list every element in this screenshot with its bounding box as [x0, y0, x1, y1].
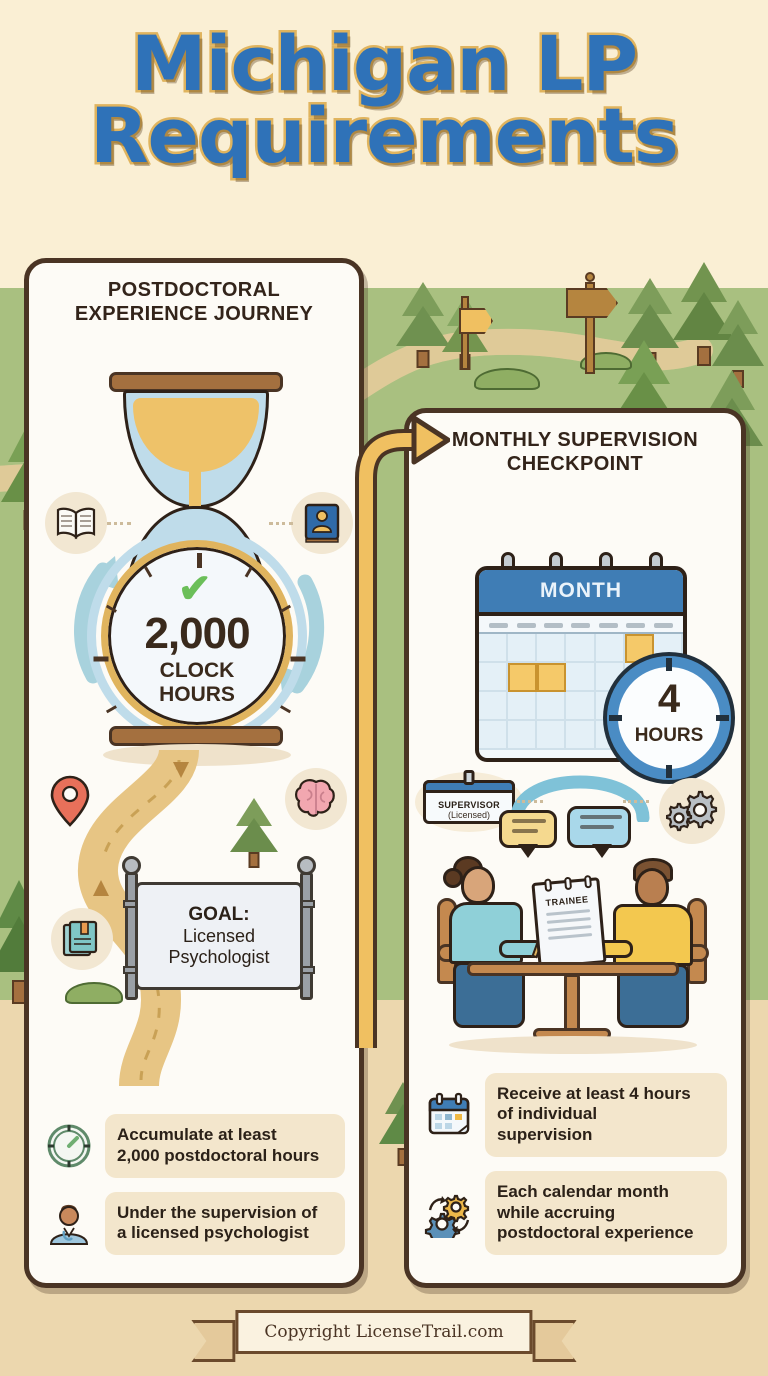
speech-bubble-blue-icon: [567, 806, 631, 859]
bullet-line-1: Receive at least 4 hours: [497, 1083, 691, 1103]
license-book-icon: [291, 492, 353, 555]
left-card-title: POSTDOCTORAL EXPERIENCE JOURNEY: [74, 279, 314, 325]
right-card-illustration: MONTH: [409, 476, 741, 1076]
notepad-title: TRAINEE: [545, 894, 589, 909]
clock-label-line1: CLOCK: [159, 659, 235, 683]
connector-dots: [623, 800, 649, 804]
bullet-line-3: supervision: [497, 1125, 593, 1145]
calendar-icon: [423, 1089, 475, 1141]
bullet-text: Receive at least 4 hours of individual s…: [485, 1072, 727, 1157]
check-icon: ✔: [178, 567, 212, 612]
bullet-line-2: a licensed psychologist: [117, 1223, 309, 1243]
bullet-line-2: of individual: [497, 1104, 598, 1124]
hours-label: HOURS: [634, 725, 704, 747]
gears-icon: [659, 778, 725, 845]
signpost-large-icon: [560, 272, 620, 374]
right-card-bullets: Receive at least 4 hours of individual s…: [409, 1072, 741, 1269]
bush-icon: [474, 368, 540, 390]
map-pin-icon: [50, 775, 90, 828]
tree-icon: [710, 300, 766, 388]
gears-cycle-icon: [423, 1187, 475, 1239]
footer-ribbon: Copyright LicenseTrail.com: [191, 1310, 577, 1362]
badge-line-1: SUPERVISOR: [438, 800, 500, 811]
head: [635, 868, 669, 907]
bullet-line-1: Under the supervision of: [117, 1202, 318, 1222]
list-item[interactable]: Receive at least 4 hours of individual s…: [423, 1072, 727, 1157]
documents-icon: [51, 908, 113, 971]
bullet-line-1: Each calendar month: [497, 1181, 669, 1201]
brain-icon: [285, 768, 347, 831]
connector-dots: [269, 522, 293, 526]
card-postdoctoral-journey[interactable]: POSTDOCTORAL EXPERIENCE JOURNEY: [24, 258, 364, 1288]
tree-icon: [394, 282, 452, 368]
goal-line-1: Licensed: [182, 926, 256, 947]
hourglass-bottom-cap: [109, 726, 283, 747]
table-leg: [564, 974, 580, 1035]
bullet-text: Each calendar month while accruing postd…: [485, 1170, 727, 1255]
goal-sign: GOAL: Licensed Psychologist: [119, 856, 319, 1002]
bullet-line-2: 2,000 postdoctoral hours: [117, 1145, 320, 1165]
list-item[interactable]: Under the supervision of a licensed psyc…: [43, 1191, 345, 1255]
goal-sign-plate: GOAL: Licensed Psychologist: [135, 882, 303, 991]
hourglass-top-cap: [109, 372, 283, 393]
bullet-line-1: Accumulate at least: [117, 1125, 277, 1145]
clock-face: ✔ 2,000 CLOCK HOURS: [93, 540, 306, 766]
title-line-2: Requirements: [87, 91, 681, 181]
tree-icon: [229, 798, 279, 869]
clock-hours-number: 2,000: [144, 609, 250, 659]
left-card-bullets: Accumulate at least 2,000 postdoctoral h…: [29, 1114, 359, 1269]
list-item[interactable]: Each calendar month while accruing postd…: [423, 1170, 727, 1255]
hours-number: 4: [657, 677, 681, 722]
goal-line-2: Psychologist: [168, 947, 270, 968]
hours-clock-badge: 4 HOURS: [607, 656, 731, 781]
open-book-icon: [45, 492, 107, 555]
bullet-text: Accumulate at least 2,000 postdoctoral h…: [105, 1114, 345, 1178]
title-line-1: Michigan LP: [128, 19, 640, 108]
bullet-line-3: postdoctoral experience: [497, 1223, 694, 1243]
right-card-title: MONTHLY SUPERVISION CHECKPOINT: [451, 429, 699, 475]
trainee-notepad: TRAINEE: [531, 875, 607, 969]
bullet-text: Under the supervision of a licensed psyc…: [105, 1191, 345, 1255]
bullet-line-2: while accruing: [497, 1202, 616, 1222]
left-card-illustration: ✔ 2,000 CLOCK HOURS: [29, 326, 359, 1087]
compass-icon: [43, 1120, 95, 1172]
bush-icon: [65, 982, 123, 1005]
signpost-small-icon: [445, 296, 493, 370]
calendar-header: MONTH: [479, 570, 683, 617]
connector-dots: [517, 800, 543, 804]
clock-label-line2: HOURS: [159, 683, 235, 707]
badge-line-2: (Licensed): [447, 810, 491, 821]
calendar-day-headers: [479, 616, 683, 632]
goal-heading: GOAL:: [188, 904, 250, 926]
head: [461, 866, 495, 905]
card-monthly-supervision[interactable]: MONTHLY SUPERVISION CHECKPOINT MONTH: [404, 408, 746, 1288]
sky-band: [0, 0, 768, 300]
floor-shadow: [449, 1036, 697, 1055]
page-title: Michigan LP Requirements: [0, 19, 768, 181]
connector-dots: [107, 522, 131, 526]
flow-connector-arrow: [355, 415, 450, 1048]
list-item[interactable]: Accumulate at least 2,000 postdoctoral h…: [43, 1114, 345, 1178]
psychologist-avatar-icon: [43, 1197, 95, 1249]
copyright-text: Copyright LicenseTrail.com: [235, 1310, 533, 1354]
speech-bubble-gold-icon: [499, 810, 557, 859]
